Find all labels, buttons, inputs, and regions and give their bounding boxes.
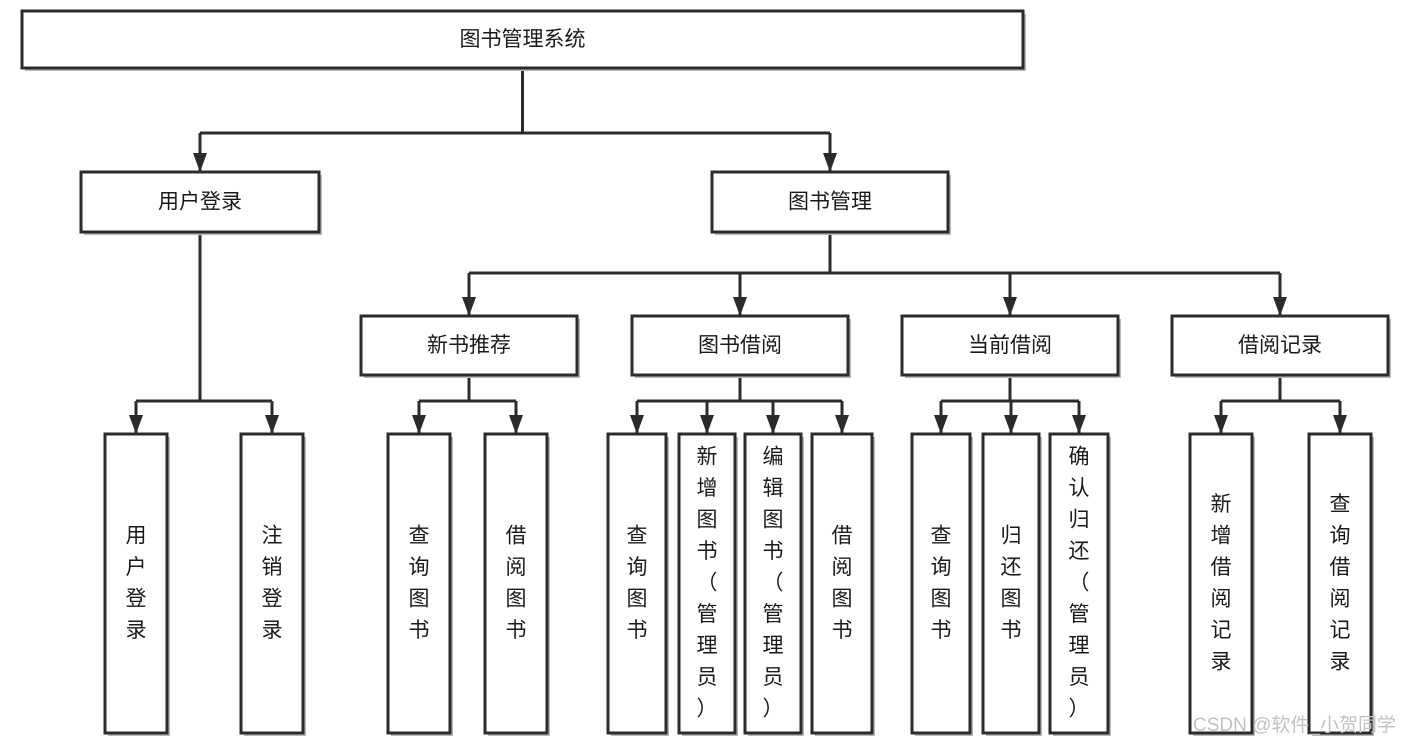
node-current-borrow[interactable]: 当前借阅 xyxy=(900,314,1121,378)
node-label: 借阅记录 xyxy=(1238,334,1322,357)
connector-layer xyxy=(129,68,1347,434)
node-label: 借阅图书 xyxy=(506,524,527,642)
node-root[interactable]: 图书管理系统 xyxy=(20,9,1026,71)
node-label: 确认归还（管理员） xyxy=(1069,445,1090,720)
arrow-icon-book-borrow xyxy=(733,297,747,316)
arrow-icon-user-login xyxy=(193,153,207,172)
node-new-book-rec[interactable]: 新书推荐 xyxy=(359,314,580,378)
node-borrow-record[interactable]: 借阅记录 xyxy=(1170,314,1391,378)
node-layer: 图书管理系统用户登录图书管理新书推荐图书借阅当前借阅借阅记录用户登录注销登录查询… xyxy=(20,9,1391,736)
node-rect xyxy=(810,432,874,735)
node-leaf-query-book-current[interactable]: 查询图书 xyxy=(910,432,973,736)
node-rect xyxy=(677,432,737,735)
node-book-manage[interactable]: 图书管理 xyxy=(710,170,951,235)
arrow-icon-leaf-user-logout xyxy=(265,415,279,434)
arrow-icon-leaf-borrow-book-rec xyxy=(509,415,523,434)
node-label: 注销登录 xyxy=(262,524,283,642)
arrow-icon-leaf-confirm-return xyxy=(1072,415,1086,434)
node-label: 查询图书 xyxy=(931,524,952,642)
node-rect xyxy=(483,432,549,735)
node-leaf-query-book-rec[interactable]: 查询图书 xyxy=(386,432,453,736)
node-user-login[interactable]: 用户登录 xyxy=(79,170,322,235)
node-rect xyxy=(359,314,579,377)
node-leaf-query-book-borrow[interactable]: 查询图书 xyxy=(606,432,669,736)
node-leaf-add-book[interactable]: 新增图书（管理员） xyxy=(677,432,738,736)
node-label: 归还图书 xyxy=(1001,524,1022,642)
node-book-borrow[interactable]: 图书借阅 xyxy=(630,314,851,378)
arrow-icon-leaf-query-book-borrow xyxy=(630,415,644,434)
node-leaf-borrow-book-rec[interactable]: 借阅图书 xyxy=(483,432,550,736)
node-label: 查询借阅记录 xyxy=(1330,492,1351,673)
node-label: 查询图书 xyxy=(627,524,648,642)
node-rect xyxy=(981,432,1041,735)
arrow-icon-leaf-user-login xyxy=(129,415,143,434)
node-label: 新增图书（管理员） xyxy=(697,445,718,720)
node-rect xyxy=(900,314,1120,377)
arrow-icon-new-book-rec xyxy=(462,297,476,316)
node-label: 编辑图书（管理员） xyxy=(763,445,784,720)
node-rect xyxy=(606,432,668,735)
node-leaf-user-login[interactable]: 用户登录 xyxy=(103,432,170,736)
node-rect xyxy=(910,432,972,735)
node-leaf-borrow-book[interactable]: 借阅图书 xyxy=(810,432,875,736)
node-rect xyxy=(743,432,803,735)
node-rect xyxy=(1188,432,1254,735)
node-leaf-query-borrow-record[interactable]: 查询借阅记录 xyxy=(1307,432,1374,736)
node-rect xyxy=(386,432,452,735)
node-leaf-confirm-return[interactable]: 确认归还（管理员） xyxy=(1048,432,1111,736)
arrow-icon-leaf-query-book-current xyxy=(934,415,948,434)
node-rect xyxy=(239,432,305,735)
arrow-icon-borrow-record xyxy=(1273,297,1287,316)
node-rect xyxy=(710,170,950,234)
node-rect xyxy=(1170,314,1390,377)
node-rect xyxy=(103,432,169,735)
arrow-icon-leaf-query-book-rec xyxy=(412,415,426,434)
node-rect xyxy=(79,170,321,234)
node-label: 图书管理 xyxy=(788,191,872,214)
node-leaf-user-logout[interactable]: 注销登录 xyxy=(239,432,306,736)
arrow-icon-current-borrow xyxy=(1003,297,1017,316)
node-label: 图书管理系统 xyxy=(460,28,586,51)
node-rect xyxy=(1307,432,1373,735)
arrow-icon-leaf-return-book xyxy=(1004,415,1018,434)
node-label: 当前借阅 xyxy=(968,334,1052,357)
arrow-icon-leaf-add-borrow-record xyxy=(1214,415,1228,434)
node-leaf-edit-book[interactable]: 编辑图书（管理员） xyxy=(743,432,804,736)
arrow-icon-leaf-edit-book xyxy=(766,415,780,434)
node-leaf-return-book[interactable]: 归还图书 xyxy=(981,432,1042,736)
node-label: 查询图书 xyxy=(409,524,430,642)
node-label: 新书推荐 xyxy=(427,334,511,357)
node-leaf-add-borrow-record[interactable]: 新增借阅记录 xyxy=(1188,432,1255,736)
node-label: 图书借阅 xyxy=(698,334,782,357)
arrow-icon-leaf-borrow-book xyxy=(835,415,849,434)
node-label: 新增借阅记录 xyxy=(1211,492,1232,673)
csdn-watermark: CSDN @软件_小贺同学 xyxy=(1193,714,1396,736)
arrow-icon-leaf-add-book xyxy=(700,415,714,434)
node-label: 用户登录 xyxy=(158,191,242,214)
node-rect xyxy=(630,314,850,377)
node-rect xyxy=(20,9,1025,70)
node-label: 借阅图书 xyxy=(832,524,853,642)
node-rect xyxy=(1048,432,1110,735)
node-label: 用户登录 xyxy=(126,524,147,642)
arrow-icon-leaf-query-borrow-record xyxy=(1333,415,1347,434)
arrow-icon-book-manage xyxy=(823,153,837,172)
